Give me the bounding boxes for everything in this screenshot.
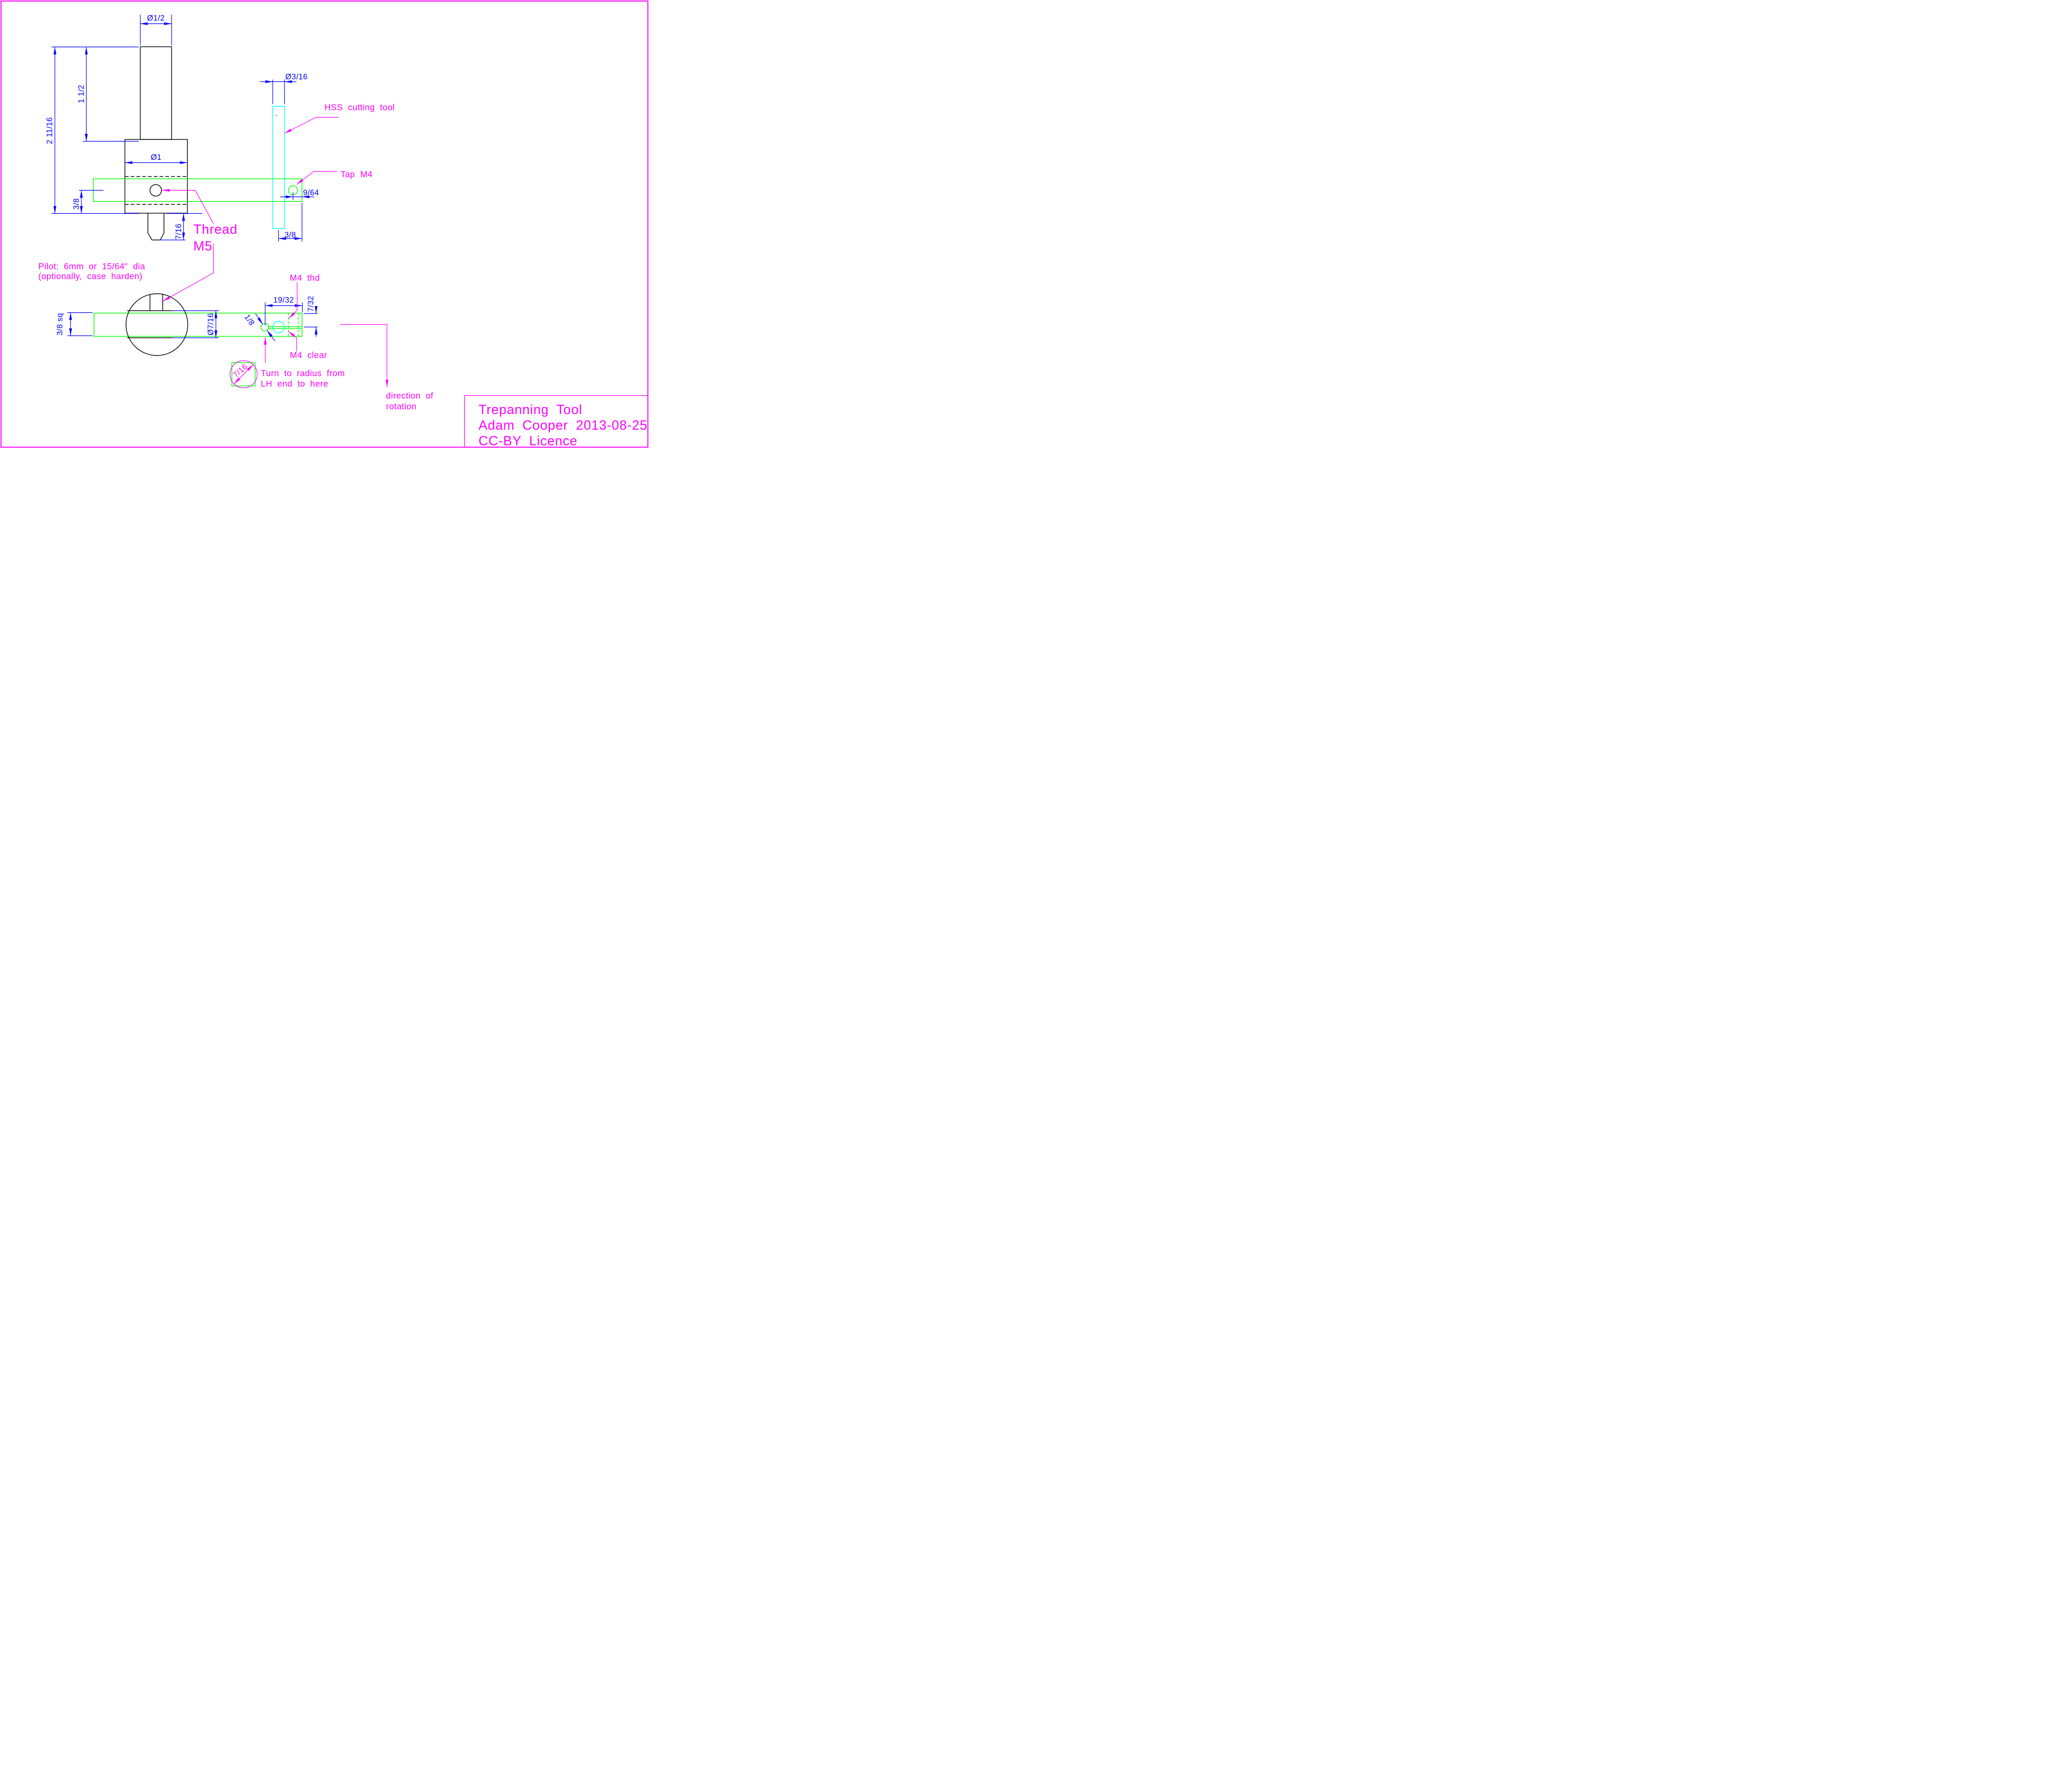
dim-shank-length: 1 1/2 <box>77 85 86 103</box>
turn-detail: 7/16 <box>229 360 258 388</box>
rotation-direction-leader <box>340 324 389 387</box>
bar-outline <box>94 313 303 337</box>
detail-square <box>231 362 256 386</box>
dim-bar-offset: 3/8 <box>73 198 81 210</box>
dim-tool-to-end: 3/8 <box>285 231 296 240</box>
dim-tap-offset: 9/64 <box>303 189 319 197</box>
pilot-note-line2: (optionally, case harden) <box>38 272 143 281</box>
title-block: Trepanning Tool Adam Cooper 2013-08-25 C… <box>464 395 648 448</box>
detail-circle <box>229 360 258 388</box>
dim-tool-dia: Ø3/16 <box>286 73 308 82</box>
hss-tool-section <box>272 321 285 334</box>
pilot-note-line1: Pilot: 6mm or 15/64" dia <box>38 262 145 271</box>
tap-m4-leader <box>296 171 337 185</box>
shank-outline <box>140 46 172 140</box>
front-annotations: HSS cutting tool Tap M4 Thread M5 Pilot:… <box>38 103 395 302</box>
trepanning-tool-drawing: Ø1/2 1 1/2 2 11/16 Ø1 3/8 7/16 <box>0 0 648 448</box>
m4-thd-leader <box>288 282 297 319</box>
rotation-label-line1: direction of <box>386 391 433 401</box>
dim-line-hole-dia <box>255 313 263 325</box>
dim-bar-square: 3/8 sq <box>56 313 65 336</box>
front-arbor-outline <box>124 46 277 241</box>
tap-m4-label: Tap M4 <box>341 170 373 179</box>
dim-slot-offset: 7/32 <box>307 296 316 312</box>
hss-leader <box>284 117 339 134</box>
thread-m5-leader-upper <box>162 189 214 224</box>
dim-line-hole-dia <box>267 330 276 342</box>
m4-clear-leader <box>288 331 297 352</box>
m4-clear-label: M4 clear <box>290 351 328 360</box>
pinch-hole <box>260 323 269 332</box>
hss-tool-outline <box>272 106 285 229</box>
m4-thd-label: M4 thd <box>290 273 320 283</box>
thread-m5-label-line1: Thread <box>193 222 237 236</box>
front-view: Ø1/2 1 1/2 2 11/16 Ø1 3/8 7/16 <box>38 14 395 302</box>
page-border <box>0 0 648 448</box>
drawing-sheet: Ø1/2 1 1/2 2 11/16 Ø1 3/8 7/16 <box>0 0 649 448</box>
dim-shank-dia: Ø1/2 <box>147 14 165 23</box>
bottom-annotations: M4 thd M4 clear Turn to radius from LH e… <box>261 273 433 411</box>
dim-body-dia: Ø1 <box>151 153 162 162</box>
detail-dim-line <box>234 364 253 384</box>
front-dimensions: Ø1/2 1 1/2 2 11/16 Ø1 3/8 7/16 <box>46 14 319 242</box>
dim-hole-dia: 1/8 <box>242 313 256 328</box>
m5-hole <box>150 184 162 197</box>
dim-round-dia: Ø7/16 <box>207 313 215 335</box>
hss-label: HSS cutting tool <box>325 103 395 112</box>
turn-to-radius-line2: LH end to here <box>261 379 328 388</box>
body-circle <box>125 293 188 356</box>
thread-m5-leader-lower <box>162 243 214 302</box>
drawing-author-date: Adam Cooper 2013-08-25 <box>479 418 648 433</box>
dim-pilot-length: 7/16 <box>175 224 183 240</box>
drawing-title: Trepanning Tool <box>479 402 583 417</box>
bottom-dimensions: Ø7/16 3/8 sq 19/32 7/32 1/8 <box>56 296 318 342</box>
thread-m5-label-line2: M5 <box>193 239 212 253</box>
bottom-body <box>125 293 188 356</box>
stray-point <box>276 115 277 116</box>
bottom-view: Ø7/16 3/8 sq 19/32 7/32 1/8 <box>56 273 433 411</box>
turn-to-radius-line1: Turn to radius from <box>261 369 345 378</box>
dim-hole-to-end: 19/32 <box>273 296 294 305</box>
dim-detail-dia: 7/16 <box>232 363 249 380</box>
rotation-label-line2: rotation <box>386 402 417 412</box>
dim-overall-length: 2 11/16 <box>46 117 54 144</box>
bottom-bar <box>94 313 303 337</box>
drawing-licence: CC-BY Licence <box>479 433 578 448</box>
pilot-outline <box>147 213 164 241</box>
